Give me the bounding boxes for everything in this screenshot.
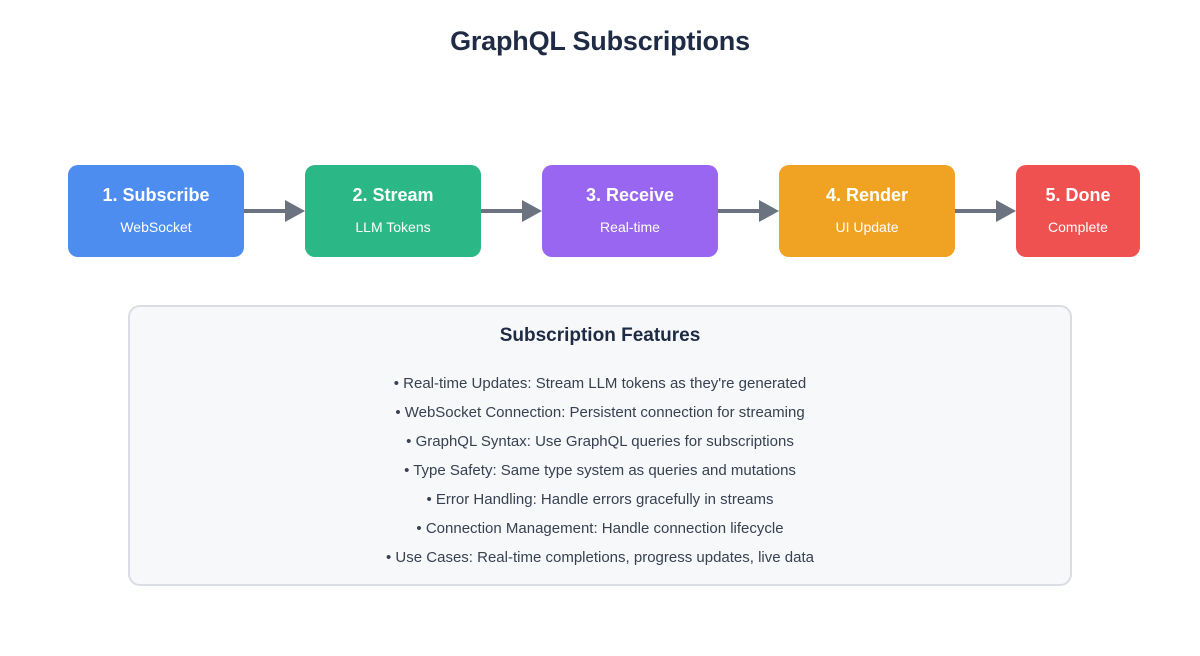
list-item: • Real-time Updates: Stream LLM tokens a… [393, 375, 807, 392]
flow-step-5-title: 5. Done [1045, 185, 1111, 206]
arrow-head-icon [522, 200, 542, 222]
list-item: • GraphQL Syntax: Use GraphQL queries fo… [406, 433, 794, 450]
flow-step-4-title: 4. Render [825, 185, 909, 206]
flow-step-2[interactable]: 2. Stream LLM Tokens [305, 165, 481, 257]
features-list: • Real-time Updates: Stream LLM tokens a… [130, 369, 1070, 572]
flow-arrow-2-to-3 [481, 200, 542, 222]
list-item: • Error Handling: Handle errors graceful… [426, 491, 774, 508]
flow-step-3[interactable]: 3. Receive Real-time [542, 165, 718, 257]
features-panel-heading: Subscription Features [499, 325, 701, 346]
arrow-shaft [244, 209, 286, 213]
flow-step-3-title: 3. Receive [585, 185, 675, 206]
list-item: • Type Safety: Same type system as queri… [404, 462, 796, 479]
list-item: • Connection Management: Handle connecti… [416, 520, 784, 537]
flow-step-1-title: 1. Subscribe [102, 185, 210, 206]
arrow-head-icon [285, 200, 305, 222]
flow-step-2-subtitle: LLM Tokens [355, 219, 431, 236]
arrow-shaft [955, 209, 997, 213]
flow-step-3-subtitle: Real-time [600, 219, 660, 236]
process-flow-diagram: 1. Subscribe WebSocket 2. Stream LLM Tok… [68, 165, 1140, 257]
arrow-shaft [481, 209, 523, 213]
flow-arrow-3-to-4 [718, 200, 779, 222]
flow-arrow-4-to-5 [955, 200, 1016, 222]
flow-step-5[interactable]: 5. Done Complete [1016, 165, 1140, 257]
arrow-head-icon [759, 200, 779, 222]
flow-step-1-subtitle: WebSocket [120, 219, 192, 236]
flow-step-4[interactable]: 4. Render UI Update [779, 165, 955, 257]
flow-step-5-subtitle: Complete [1048, 219, 1108, 236]
list-item: • Use Cases: Real-time completions, prog… [386, 549, 814, 566]
flow-step-4-subtitle: UI Update [835, 219, 899, 236]
list-item: • WebSocket Connection: Persistent conne… [395, 404, 805, 421]
flow-arrow-1-to-2 [244, 200, 305, 222]
arrow-shaft [718, 209, 760, 213]
subscription-features-panel: Subscription Features • Real-time Update… [128, 305, 1072, 586]
arrow-head-icon [996, 200, 1016, 222]
page-title: GraphQL Subscriptions [450, 26, 750, 56]
flow-step-2-title: 2. Stream [352, 185, 434, 206]
flow-step-1[interactable]: 1. Subscribe WebSocket [68, 165, 244, 257]
